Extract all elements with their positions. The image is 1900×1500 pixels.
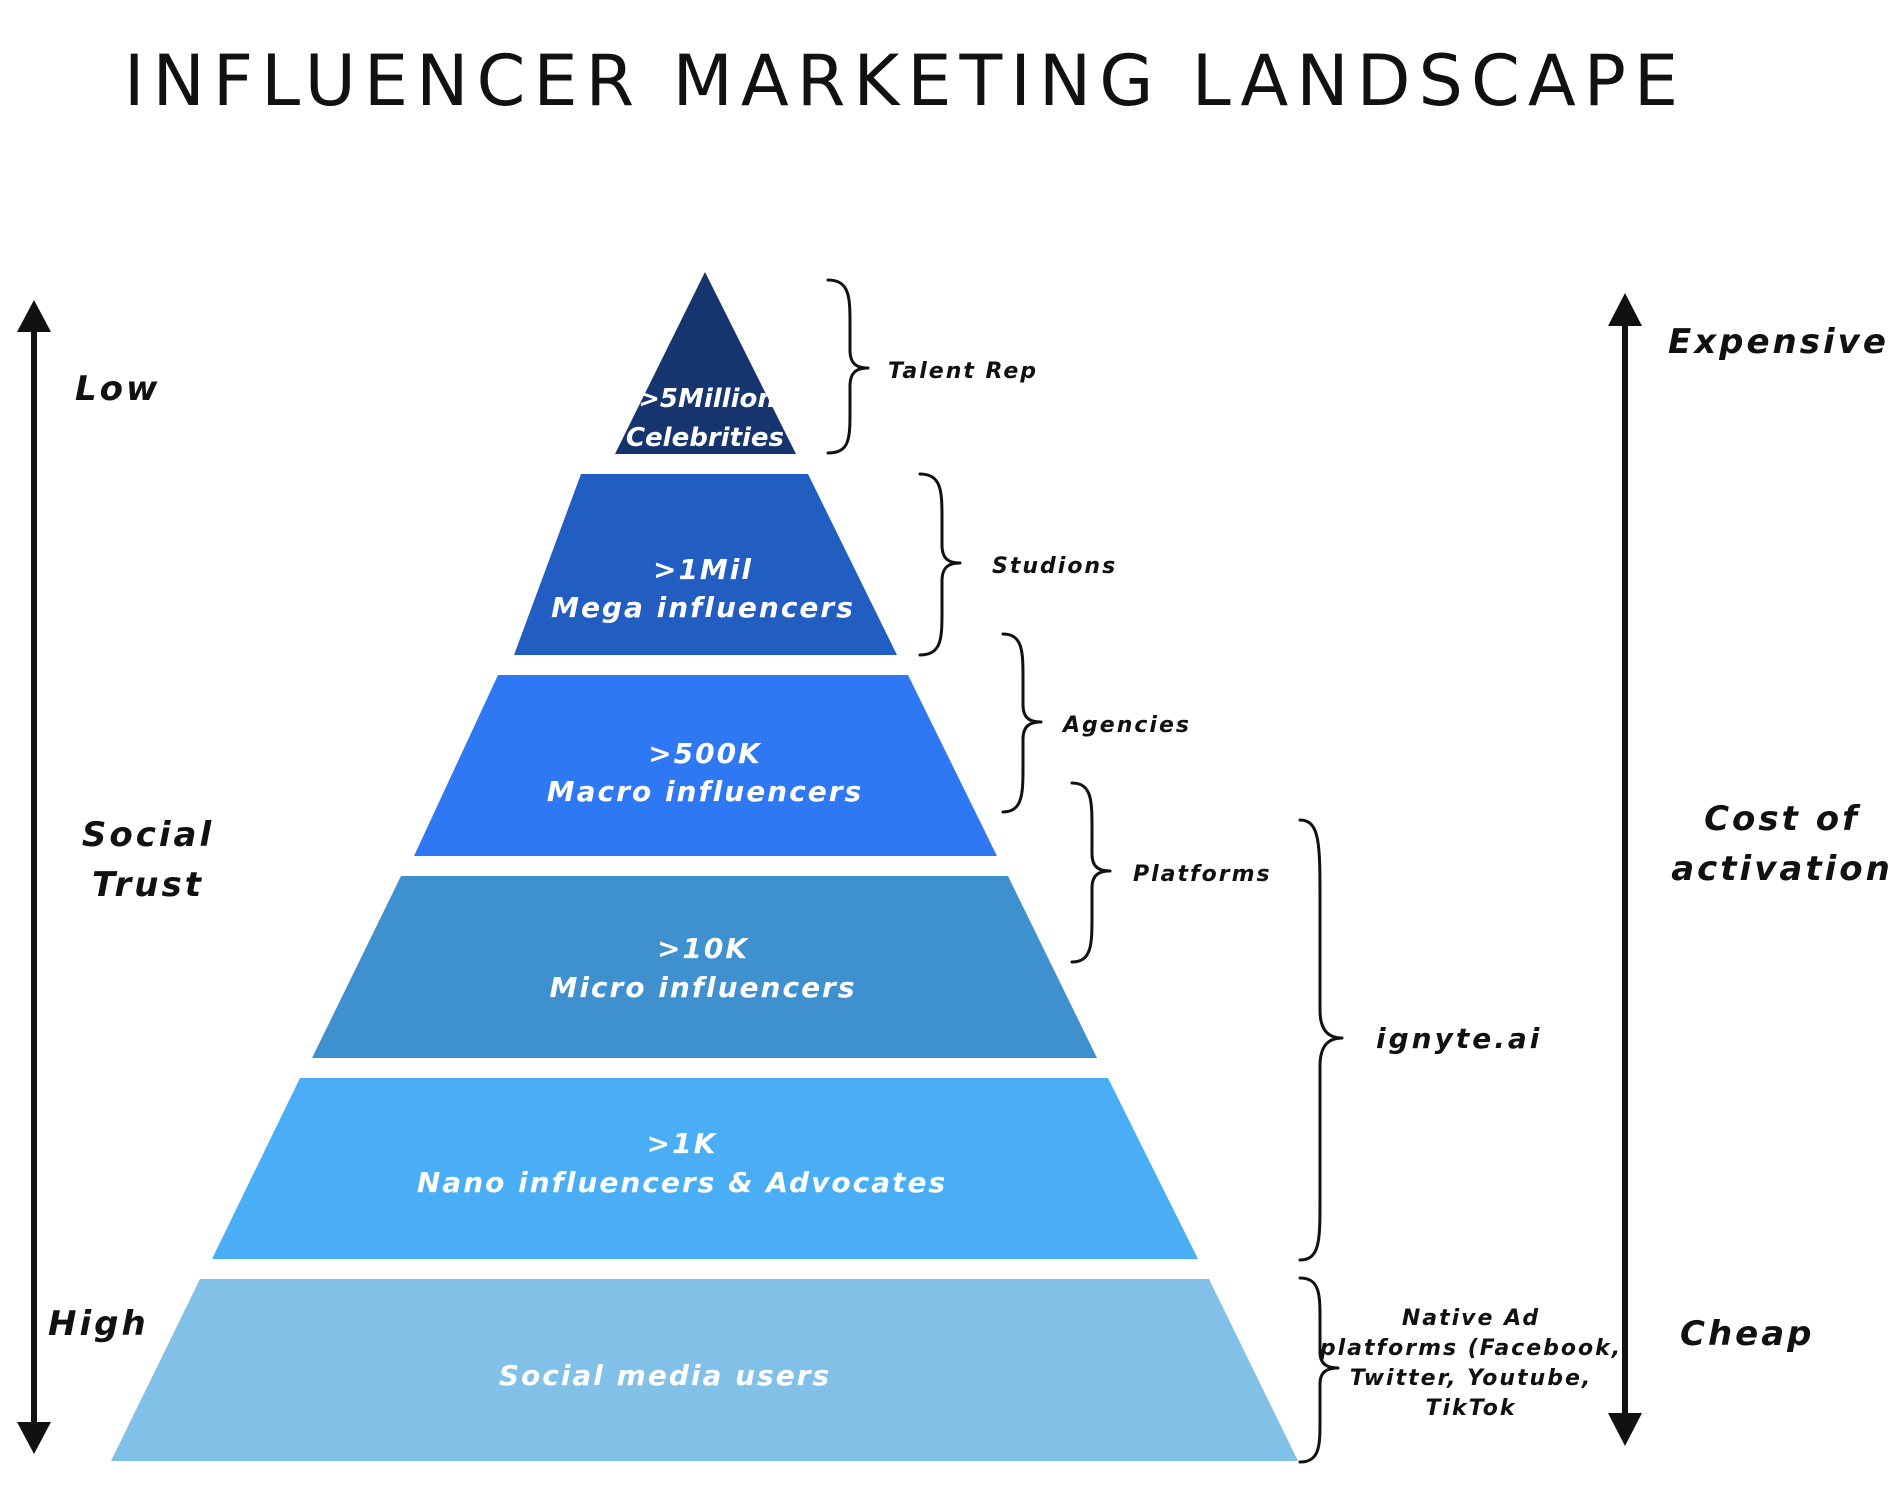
tier-shape [414, 675, 997, 856]
brace-label-native-ad-line1: Native Ad [1402, 1306, 1540, 1331]
brace-label-agencies: Agencies [1061, 713, 1191, 738]
brace-label-platforms: Platforms [1133, 862, 1272, 887]
page-title: INFLUENCER MARKETING LANDSCAPE [123, 40, 1687, 122]
brace-talent-rep: Talent Rep [826, 278, 1038, 455]
tier-name: Micro influencers [549, 971, 856, 1004]
tier-name: Nano influencers & Advocates [417, 1166, 947, 1199]
brace-label-ignyte-ai: ignyte.ai [1376, 1022, 1542, 1055]
social-trust-label-line1: Social [82, 815, 214, 855]
pyramid-tier-celebrities: >5Million Celebrities [615, 272, 796, 454]
tier-shape [111, 1279, 1298, 1461]
brace-label-talent-rep: Talent Rep [888, 359, 1038, 384]
brace-shape [1298, 818, 1344, 1262]
brace-ignyte-ai: ignyte.ai [1298, 818, 1542, 1262]
arrow-up-icon [17, 300, 51, 332]
brace-platforms: Platforms [1070, 781, 1272, 964]
arrow-down-icon [17, 1422, 51, 1454]
tier-name: Macro influencers [547, 775, 863, 808]
tier-follower-count: >1K [647, 1127, 718, 1160]
arrow-down-icon [1608, 1413, 1642, 1446]
cost-expensive-label: Expensive [1668, 322, 1889, 362]
channel-braces: Talent Rep Studions Agencies Platforms i… [826, 278, 1622, 1464]
tier-shape [615, 272, 796, 454]
brace-shape [1001, 632, 1043, 814]
tier-name: Celebrities [626, 423, 784, 453]
tier-follower-count: >1Mil [653, 553, 753, 586]
pyramid-tier-macro: >500K Macro influencers [414, 675, 997, 856]
social-trust-label-line2: Trust [92, 865, 204, 905]
brace-shape [918, 472, 962, 657]
cost-cheap-label: Cheap [1680, 1314, 1815, 1354]
brace-studions: Studions [918, 472, 1117, 657]
pyramid-tier-mega: >1Mil Mega influencers [514, 474, 897, 655]
pyramid: >5Million Celebrities >1Mil Mega influen… [111, 272, 1298, 1461]
cost-label-line2: activation [1671, 849, 1893, 889]
social-trust-high-label: High [48, 1304, 149, 1344]
brace-label-native-ad-line4: TikTok [1425, 1396, 1516, 1421]
brace-label-native-ad-line3: Twitter, Youtube, [1350, 1366, 1593, 1391]
tier-name: Mega influencers [551, 591, 855, 624]
brace-agencies: Agencies [1001, 632, 1191, 814]
pyramid-tier-micro: >10K Micro influencers [312, 876, 1097, 1058]
pyramid-tier-social-media-users: Social media users [111, 1279, 1298, 1461]
brace-shape [1070, 781, 1112, 964]
tier-name: Social media users [499, 1359, 831, 1392]
brace-label-native-ad-line2: platforms (Facebook, [1319, 1336, 1622, 1361]
social-trust-axis: Low Social Trust High [17, 300, 214, 1454]
cost-label-line1: Cost of [1704, 799, 1861, 839]
brace-label-studions: Studions [992, 554, 1117, 579]
arrow-up-icon [1608, 293, 1642, 326]
pyramid-tier-nano: >1K Nano influencers & Advocates [212, 1078, 1198, 1259]
tier-follower-count: >500K [648, 737, 762, 770]
social-trust-low-label: Low [75, 369, 160, 409]
brace-native-ad-platforms: Native Ad platforms (Facebook, Twitter, … [1298, 1276, 1622, 1464]
brace-shape [1298, 1276, 1340, 1464]
tier-shape [514, 474, 897, 655]
tier-shape [312, 876, 1097, 1058]
brace-shape [826, 278, 870, 455]
tier-follower-count: >10K [657, 932, 749, 965]
tier-shape [212, 1078, 1198, 1259]
tier-follower-count: >5Million [638, 384, 776, 414]
cost-of-activation-axis: Expensive Cost of activation Cheap [1608, 293, 1893, 1446]
